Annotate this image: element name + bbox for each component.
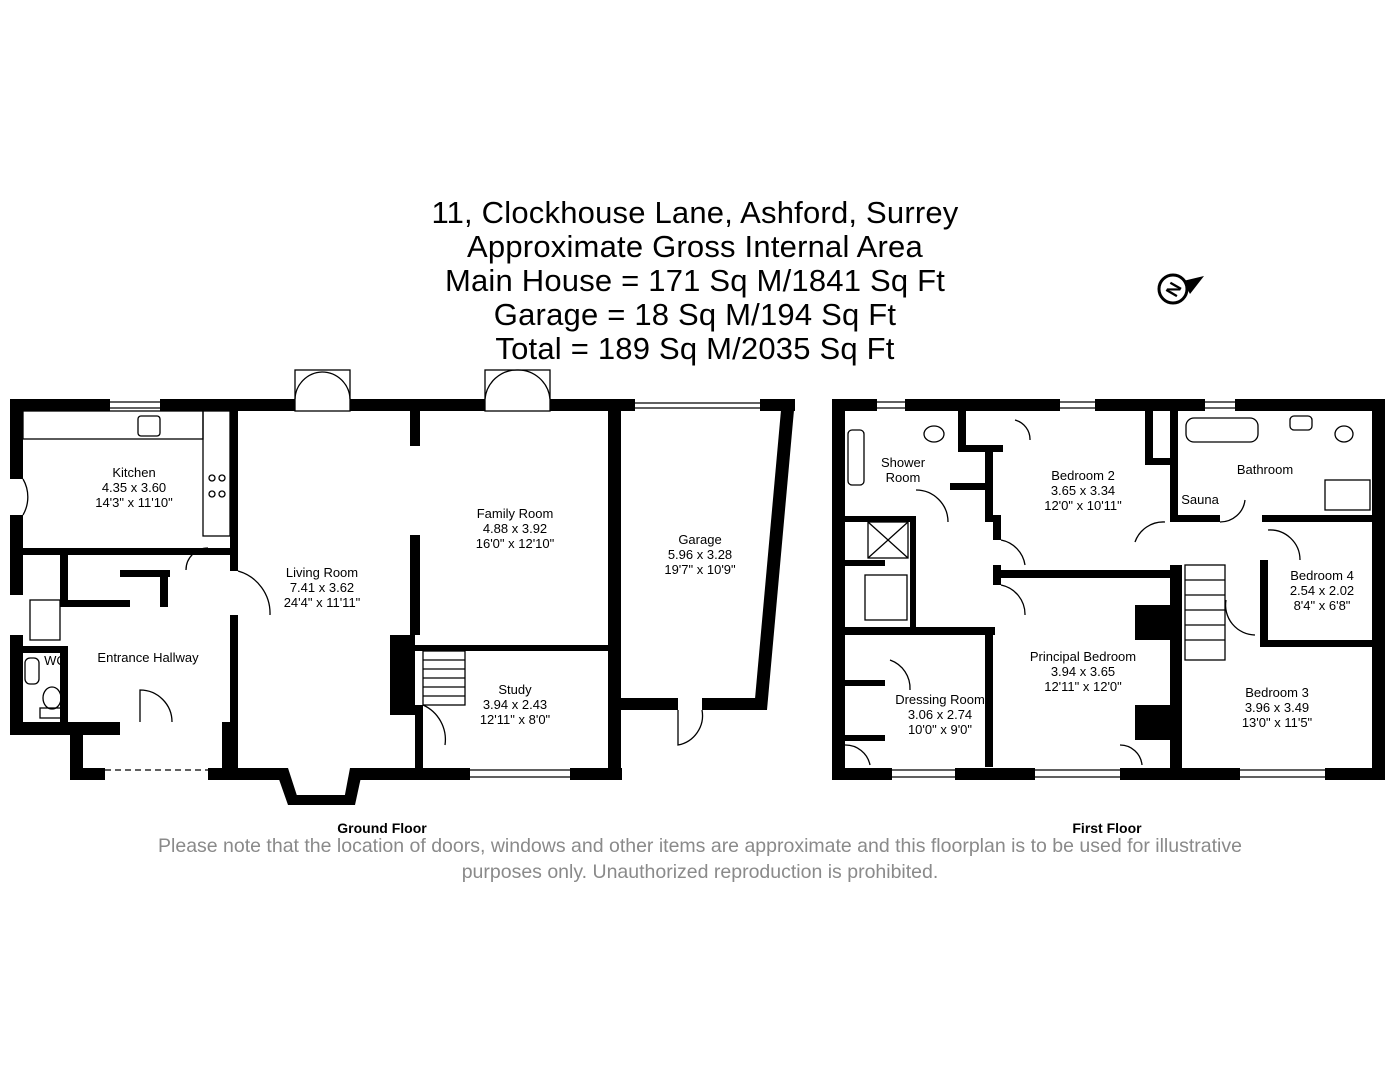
- dressing-room-imperial: 10'0" x 9'0": [908, 722, 972, 737]
- entrance-hallway-name: Entrance Hallway: [97, 650, 199, 665]
- disclaimer: Please note that the location of doors, …: [80, 833, 1320, 885]
- garage-imperial: 19'7" x 10'9": [664, 562, 736, 577]
- living-room-name: Living Room: [286, 565, 358, 580]
- living-room-imperial: 24'4" x 11'11": [284, 595, 361, 610]
- first-floor-details: [844, 401, 1371, 778]
- bedroom-3-imperial: 13'0" x 11'5": [1242, 715, 1313, 730]
- family-room-metric: 4.88 x 3.92: [483, 521, 547, 536]
- area-subtitle: Approximate Gross Internal Area: [467, 229, 923, 264]
- wc-name: WC: [44, 653, 66, 668]
- bathroom-name: Bathroom: [1237, 462, 1293, 477]
- total-area: Total = 189 Sq M/2035 Sq Ft: [495, 331, 895, 366]
- disclaimer-line-1: Please note that the location of doors, …: [158, 835, 1242, 857]
- ground-floor-label: Ground Floor: [337, 820, 427, 836]
- dressing-room-metric: 3.06 x 2.74: [908, 707, 972, 722]
- first-floor-plan: [832, 399, 1385, 780]
- address-title: 11, Clockhouse Lane, Ashford, Surrey: [431, 195, 959, 230]
- bedroom-2-imperial: 12'0" x 10'11": [1044, 498, 1122, 513]
- family-room-name: Family Room: [477, 506, 554, 521]
- shower-room-name2: Room: [886, 470, 921, 485]
- bedroom-3-name: Bedroom 3: [1245, 685, 1309, 700]
- garage-name: Garage: [678, 532, 721, 547]
- title-block: 11, Clockhouse Lane, Ashford, Surrey App…: [300, 196, 1090, 366]
- compass-letter: N: [1162, 279, 1186, 300]
- family-room-imperial: 16'0" x 12'10": [476, 536, 555, 551]
- bedroom-2-name: Bedroom 2: [1051, 468, 1115, 483]
- bedroom-4-name: Bedroom 4: [1290, 568, 1354, 583]
- first-floor-label: First Floor: [1072, 820, 1142, 836]
- bedroom-3-metric: 3.96 x 3.49: [1245, 700, 1309, 715]
- principal-bedroom-name: Principal Bedroom: [1030, 649, 1136, 664]
- shower-room-name: Shower: [881, 455, 926, 470]
- ground-floor-plan: [10, 399, 795, 805]
- study-name: Study: [498, 682, 532, 697]
- study-imperial: 12'11" x 8'0": [480, 712, 551, 727]
- dressing-room-name: Dressing Room: [895, 692, 985, 707]
- disclaimer-line-2: purposes only. Unauthorized reproduction…: [461, 861, 939, 883]
- principal-bedroom-imperial: 12'11" x 12'0": [1044, 679, 1122, 694]
- living-room-metric: 7.41 x 3.62: [290, 580, 354, 595]
- kitchen-name: Kitchen: [112, 465, 155, 480]
- kitchen-metric: 4.35 x 3.60: [102, 480, 166, 495]
- main-house-area: Main House = 171 Sq M/1841 Sq Ft: [444, 263, 946, 298]
- bedroom-4-imperial: 8'4" x 6'8": [1294, 598, 1351, 613]
- bedroom-4-metric: 2.54 x 2.02: [1290, 583, 1354, 598]
- ground-floor-details: [22, 369, 760, 778]
- study-metric: 3.94 x 2.43: [483, 697, 547, 712]
- garage-metric: 5.96 x 3.28: [668, 547, 732, 562]
- principal-bedroom-metric: 3.94 x 3.65: [1051, 664, 1115, 679]
- bedroom-2-metric: 3.65 x 3.34: [1051, 483, 1115, 498]
- garage-area: Garage = 18 Sq M/194 Sq Ft: [493, 297, 897, 332]
- sauna-name: Sauna: [1181, 492, 1219, 507]
- kitchen-imperial: 14'3" x 11'10": [95, 495, 173, 510]
- north-arrow-icon: N: [1157, 273, 1204, 305]
